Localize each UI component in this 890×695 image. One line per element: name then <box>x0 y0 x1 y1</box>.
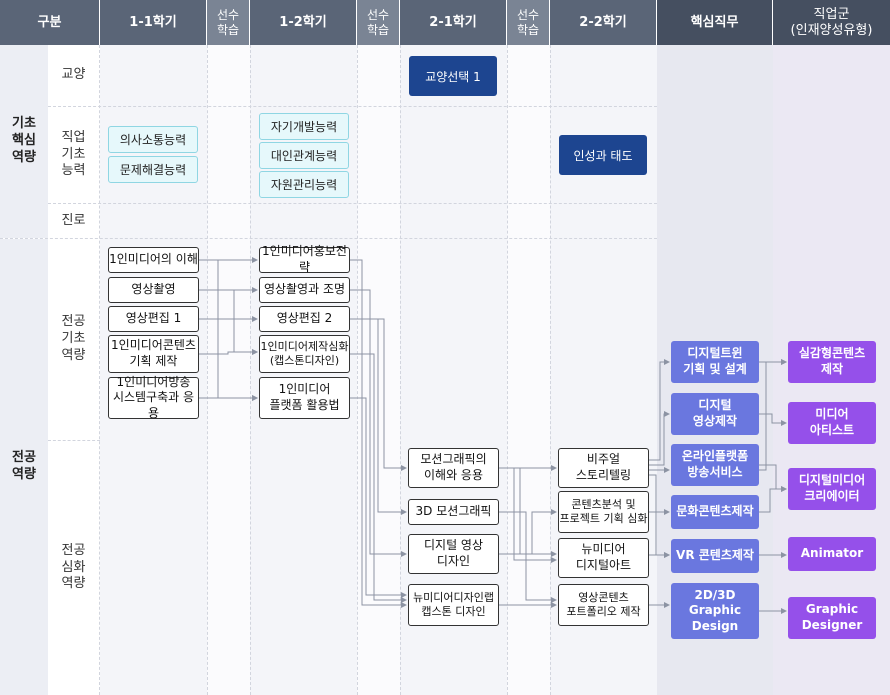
course-interpersonal: 대인관계능력 <box>259 142 349 169</box>
course-1-1-item: 영상촬영 <box>108 277 199 303</box>
connector-arrow <box>199 289 258 355</box>
course-1-2-item: 1인미디어홍보전략 <box>259 244 350 274</box>
course-1-2-item: 1인미디어제작심화 (캡스톤디자인) <box>259 335 350 373</box>
header-sem-2-1: 2-1학기 <box>400 0 506 45</box>
connector-arrow <box>499 467 557 563</box>
course-2-1-item: 3D 모션그래픽 <box>408 499 499 525</box>
sub-major-basic: 전공 기초 역량 <box>61 314 86 363</box>
core-duty-item: 온라인플랫폼 방송서비스 <box>671 444 759 486</box>
row-divider <box>48 106 657 107</box>
course-liberal-elective: 교양선택 1 <box>409 56 497 96</box>
row-divider <box>48 440 100 441</box>
course-2-2-item: 뉴미디어 디지털아트 <box>558 538 649 578</box>
header-prereq-1: 선수 학습 <box>207 0 249 45</box>
course-2-1-item: 디지털 영상 디자인 <box>408 534 499 574</box>
connector-arrow <box>649 474 670 558</box>
section-basic: 기초 핵심 역량 <box>0 45 48 238</box>
col-divider <box>550 45 551 695</box>
job-item: Animator <box>788 537 876 571</box>
connector-arrow <box>350 259 407 608</box>
course-1-1-item: 1인미디어콘텐츠 기획 제작 <box>108 335 199 373</box>
course-2-1-item: 모션그래픽의 이해와 응용 <box>408 448 499 488</box>
job-item: Graphic Designer <box>788 597 876 639</box>
course-2-2-item: 영상콘텐츠 포트폴리오 제작 <box>558 584 649 626</box>
connector-arrow <box>199 259 258 401</box>
header-sem-2-2: 2-2학기 <box>550 0 656 45</box>
connector-arrow <box>759 486 787 513</box>
connector-arrow <box>499 467 557 557</box>
col-divider <box>207 45 208 695</box>
course-2-1-item: 뉴미디어디자인랩 캡스톤 디자인 <box>408 584 499 626</box>
col-bg-prereq-3 <box>507 45 550 695</box>
connector-arrow <box>350 353 407 603</box>
col-divider <box>400 45 401 695</box>
connector-arrow <box>649 411 670 466</box>
core-duty-item: 디지털트윈 기획 및 설계 <box>671 341 759 383</box>
col-divider <box>357 45 358 695</box>
course-1-1-item: 영상편집 1 <box>108 306 199 332</box>
section-major: 전공 역량 <box>0 239 48 695</box>
course-1-2-item: 영상편집 2 <box>259 306 350 332</box>
course-problem-solving: 문제해결능력 <box>108 156 198 183</box>
job-item: 실감형콘텐츠 제작 <box>788 341 876 383</box>
connector-arrow <box>499 509 557 555</box>
core-duty-item: VR 콘텐츠제작 <box>671 539 759 573</box>
course-2-2-item: 비주얼 스토리텔링 <box>558 448 649 488</box>
course-resource-management: 자원관리능력 <box>259 171 349 198</box>
course-1-1-item: 1인미디어의 이해 <box>108 247 199 273</box>
header-prereq-2: 선수 학습 <box>357 0 399 45</box>
core-duty-item: 문화콘텐츠제작 <box>671 495 759 529</box>
connector-arrow <box>759 359 787 471</box>
job-item: 미디어 아티스트 <box>788 402 876 444</box>
course-1-1-item: 1인미디어방송 시스템구축과 응용 <box>108 375 199 420</box>
course-2-2-item: 콘텐츠분석 및 프로젝트 기획 심화 <box>558 491 649 533</box>
sub-career: 진로 <box>61 212 86 228</box>
header-sem-1-1: 1-1학기 <box>100 0 206 45</box>
row-divider <box>0 238 657 239</box>
connector-arrow <box>350 397 407 598</box>
col-divider <box>250 45 251 695</box>
job-item: 디지털미디어 크리에이터 <box>788 468 876 510</box>
col-divider <box>99 45 100 695</box>
header-sem-1-2: 1-2학기 <box>250 0 356 45</box>
connector-arrow <box>499 511 557 603</box>
col-bg-prereq-1 <box>207 45 250 695</box>
header-category: 구분 <box>0 0 99 45</box>
header-prereq-3: 선수 학습 <box>507 0 549 45</box>
course-character-attitude: 인성과 태도 <box>559 135 647 175</box>
course-1-2-item: 1인미디어 플랫폼 활용법 <box>259 377 350 419</box>
col-divider <box>507 45 508 695</box>
row-divider <box>48 203 657 204</box>
sub-major-advanced: 전공 심화 역량 <box>61 542 86 592</box>
connector-arrow <box>759 413 787 426</box>
course-self-development: 자기개발능력 <box>259 113 349 140</box>
header-core-duty: 핵심직무 <box>657 0 772 45</box>
connector-arrow <box>759 464 787 492</box>
core-duty-item: 디지털 영상제작 <box>671 393 759 435</box>
connector-arrow <box>350 289 407 557</box>
course-communication: 의사소통능력 <box>108 126 198 153</box>
connector-arrow <box>649 359 670 461</box>
core-duty-item: 2D/3D Graphic Design <box>671 583 759 639</box>
connector-arrow <box>350 318 407 515</box>
course-1-2-item: 영상촬영과 조명 <box>259 277 350 303</box>
sub-liberal: 교양 <box>61 67 86 83</box>
header-job-group: 직업군 (인재양성유형) <box>773 0 890 45</box>
sub-vocational: 직업 기초 능력 <box>61 129 86 179</box>
